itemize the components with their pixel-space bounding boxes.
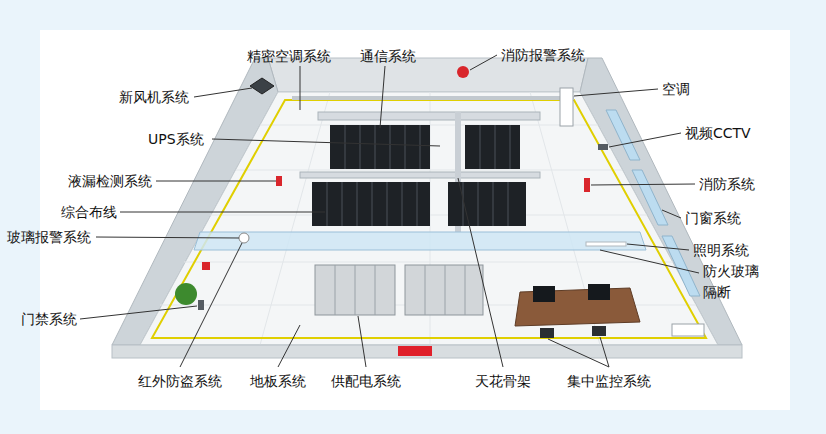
infrared-sensor <box>239 233 249 243</box>
plant <box>175 283 197 305</box>
leader-line <box>609 133 681 147</box>
callout-label: 防火玻璃 隔断 <box>703 261 763 303</box>
yellow-floor-line <box>152 100 706 338</box>
callout-label: 玻璃报警系统 <box>7 228 91 246</box>
leak-sensor <box>276 176 282 186</box>
cabinet-doors <box>335 265 465 315</box>
callout-label: 空调 <box>662 80 690 98</box>
cable-tray <box>318 112 540 120</box>
leader-line <box>591 184 695 185</box>
fire-extinguisher <box>584 178 590 192</box>
leader-line <box>600 337 609 367</box>
air-conditioner <box>560 88 573 126</box>
leader-line <box>358 316 366 367</box>
leader-line <box>180 243 242 367</box>
fire-glass-partition <box>194 232 646 250</box>
white-ground <box>40 30 790 410</box>
callout-label: 集中监控系统 <box>567 372 651 390</box>
window <box>606 110 640 160</box>
chair <box>540 328 554 338</box>
glass-alarm-box <box>202 262 210 270</box>
rack-dividers <box>327 125 510 226</box>
server-racks <box>312 125 526 226</box>
callout-label: 精密空调系统 <box>247 47 331 65</box>
monitor <box>533 286 555 302</box>
fire-alarm <box>457 66 469 78</box>
leader-line <box>212 139 440 146</box>
ceiling-pipe <box>292 96 574 100</box>
chair <box>592 326 606 336</box>
callout-label: 通信系统 <box>360 47 416 65</box>
callout-label: UPS系统 <box>148 130 204 148</box>
power-cabinet <box>405 265 483 315</box>
floor <box>140 92 718 345</box>
leader-line <box>627 244 689 250</box>
rack-row <box>465 125 520 169</box>
rack-row <box>448 182 526 226</box>
callout-label: 液漏检测系统 <box>68 172 152 190</box>
leader-line <box>380 66 385 128</box>
callout-label: 门禁系统 <box>21 310 77 328</box>
cable-tray <box>300 172 540 178</box>
rack-row <box>312 182 430 226</box>
leader-line <box>300 66 301 110</box>
cctv-camera <box>598 144 608 150</box>
leader-line <box>194 88 252 97</box>
front-wall <box>112 345 742 358</box>
access-reader <box>198 300 204 310</box>
callout-label: 新风机系统 <box>119 88 189 106</box>
leader-line <box>574 89 658 96</box>
leader-line <box>548 339 609 367</box>
leader-line <box>458 178 503 367</box>
callout-label: 门窗系统 <box>685 209 741 227</box>
window <box>632 170 668 225</box>
callout-label: 视频CCTV <box>685 124 751 142</box>
callout-label: 综合布线 <box>61 203 117 221</box>
wall-air-conditioner <box>672 324 704 336</box>
callout-label: 消防报警系统 <box>501 46 585 64</box>
leader-line <box>80 306 197 319</box>
callout-label: 照明系统 <box>693 241 749 259</box>
tile-line <box>236 170 622 171</box>
leader-line <box>470 55 497 70</box>
leader-line <box>662 210 681 218</box>
leader-line <box>156 181 276 182</box>
callout-label: 天花骨架 <box>475 372 531 390</box>
floor-tiles <box>160 92 696 345</box>
leader-line <box>278 325 300 367</box>
callout-label: 地板系统 <box>250 372 306 390</box>
callout-label: 供配电系统 <box>331 372 401 390</box>
monitor <box>588 284 610 300</box>
light-fixture <box>586 242 626 246</box>
fresh-air-unit <box>250 78 274 94</box>
leader-lines <box>80 55 699 367</box>
leader-line <box>600 250 699 273</box>
callout-label: 消防系统 <box>699 175 755 193</box>
leader-line <box>120 212 325 213</box>
tile-line <box>184 262 673 263</box>
callout-label: 红外防盗系统 <box>138 372 222 390</box>
leader-line <box>96 237 239 238</box>
red-mat <box>398 346 432 356</box>
